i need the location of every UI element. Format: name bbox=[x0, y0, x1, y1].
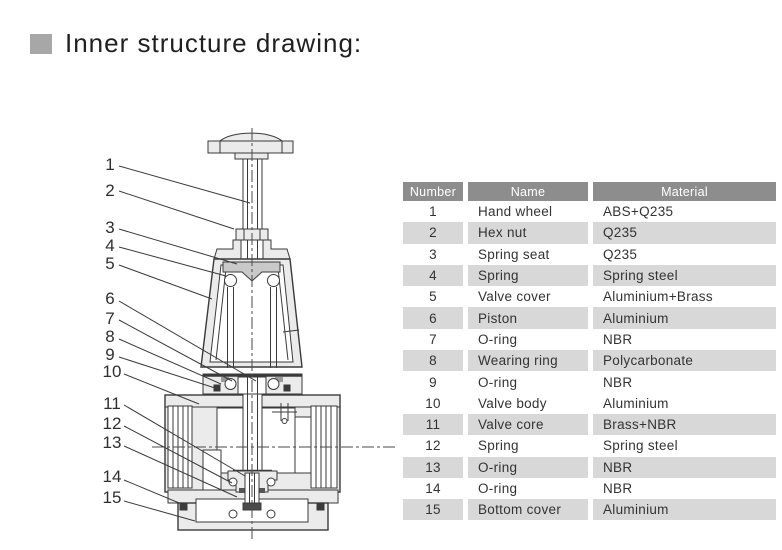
cell-material: NBR bbox=[593, 456, 776, 478]
cell-name: Wearing ring bbox=[468, 350, 588, 372]
cell-number: 15 bbox=[403, 499, 463, 521]
table-header-row: Number Name Material bbox=[403, 182, 776, 201]
callout-15: 15 bbox=[102, 488, 122, 507]
callout-8: 8 bbox=[105, 327, 115, 346]
centerlines bbox=[152, 128, 398, 542]
cell-material: NBR bbox=[593, 477, 776, 500]
leader-lines bbox=[118, 165, 257, 522]
cell-number: 12 bbox=[403, 435, 463, 457]
cell-material: Aluminium+Brass bbox=[593, 286, 776, 308]
callout-10: 10 bbox=[102, 362, 122, 381]
cell-name: Spring seat bbox=[468, 243, 588, 265]
cell-name: Valve body bbox=[468, 392, 588, 414]
title-square-bullet-icon bbox=[30, 33, 52, 54]
cell-number: 10 bbox=[403, 392, 463, 414]
callout-4: 4 bbox=[105, 236, 115, 255]
cell-material: ABS+Q235 bbox=[593, 201, 776, 223]
column-header-number: Number bbox=[403, 182, 463, 201]
column-header-material: Material bbox=[593, 182, 776, 201]
cell-material: Q235 bbox=[593, 222, 776, 244]
cell-material: NBR bbox=[593, 371, 776, 393]
callout-3: 3 bbox=[105, 218, 115, 237]
cell-material: Q235 bbox=[593, 243, 776, 265]
callout-14: 14 bbox=[102, 467, 122, 486]
cell-number: 4 bbox=[403, 264, 463, 287]
cell-name: Piston bbox=[468, 307, 588, 329]
cell-material: Spring steel bbox=[593, 264, 776, 287]
cell-number: 14 bbox=[403, 477, 463, 500]
cell-number: 1 bbox=[403, 201, 463, 223]
cell-name: O-ring bbox=[468, 477, 588, 500]
callout-1: 1 bbox=[105, 155, 115, 174]
cell-name: O-ring bbox=[468, 328, 588, 351]
cell-name: Bottom cover bbox=[468, 499, 588, 521]
callout-2: 2 bbox=[105, 181, 115, 200]
page-title: Inner structure drawing: bbox=[65, 28, 363, 58]
callout-11: 11 bbox=[103, 394, 121, 413]
cell-number: 8 bbox=[403, 350, 463, 372]
cell-material: NBR bbox=[593, 328, 776, 351]
cell-material: Spring steel bbox=[593, 435, 776, 457]
cell-name: Valve core bbox=[468, 413, 588, 436]
cell-number: 6 bbox=[403, 307, 463, 329]
callout-6: 6 bbox=[105, 289, 115, 308]
section-title: Inner structure drawing: bbox=[30, 28, 362, 59]
cell-number: 3 bbox=[403, 243, 463, 265]
callout-7: 7 bbox=[105, 309, 115, 328]
cell-number: 5 bbox=[403, 286, 463, 308]
cell-number: 9 bbox=[403, 371, 463, 393]
cell-material: Aluminium bbox=[593, 392, 776, 414]
cell-name: Valve cover bbox=[468, 286, 588, 308]
cell-name: Hex nut bbox=[468, 222, 588, 244]
cell-number: 2 bbox=[403, 222, 463, 244]
callout-9: 9 bbox=[105, 345, 115, 364]
cell-material: Aluminium bbox=[593, 499, 776, 521]
callout-13: 13 bbox=[102, 433, 122, 452]
cell-name: O-ring bbox=[468, 371, 588, 393]
cell-name: Spring bbox=[468, 435, 588, 457]
cell-number: 7 bbox=[403, 328, 463, 351]
column-header-name: Name bbox=[468, 182, 588, 201]
cell-name: O-ring bbox=[468, 456, 588, 478]
cell-number: 11 bbox=[403, 413, 463, 436]
hand-wheel-part bbox=[207, 132, 294, 160]
spring-part bbox=[227, 287, 277, 368]
cell-material: Brass+NBR bbox=[593, 413, 776, 436]
cell-name: Spring bbox=[468, 264, 588, 287]
cell-material: Polycarbonate bbox=[593, 350, 776, 372]
callout-12: 12 bbox=[102, 414, 122, 433]
cell-name: Hand wheel bbox=[468, 201, 588, 223]
cell-number: 13 bbox=[403, 456, 463, 478]
cell-material: Aluminium bbox=[593, 307, 776, 329]
callout-5: 5 bbox=[105, 254, 115, 273]
